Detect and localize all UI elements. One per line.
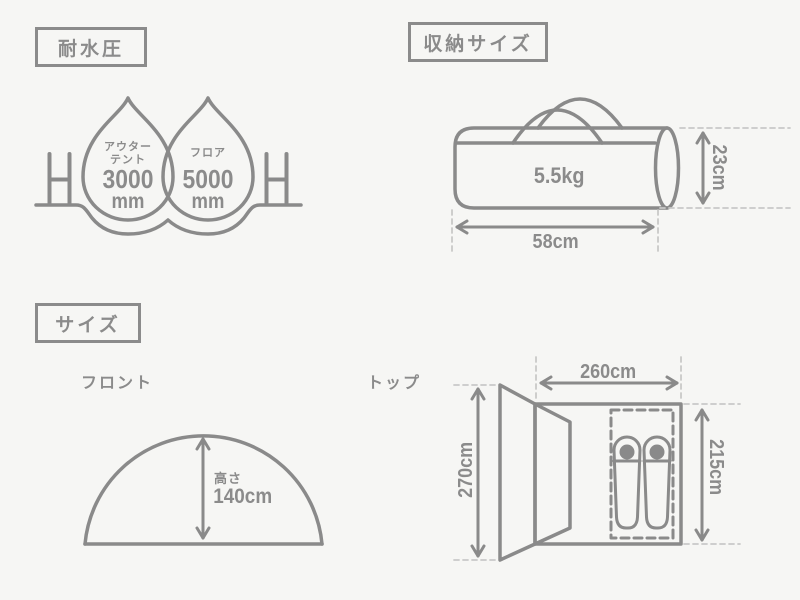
dome-outline [83, 434, 324, 546]
bag-end-cap [653, 126, 681, 210]
bag-length-arrow [455, 219, 655, 235]
front-view-label: フロント [80, 375, 153, 392]
tent-floor-outline [533, 402, 683, 546]
outer-tent-label-line1: アウター [104, 141, 152, 153]
size-title: サイズ [35, 303, 141, 343]
bag-extension-lines [451, 127, 791, 255]
h-mark-right [264, 152, 289, 205]
outer-tent-drop-outline [81, 96, 175, 222]
top-width-arrow [539, 375, 679, 391]
water-resistance-title: 耐水圧 [35, 27, 147, 67]
bag-handle-front [511, 108, 604, 145]
floor-value: 5000 [182, 164, 234, 194]
floor-drop-outline [161, 96, 255, 222]
storage-bag-illustration [453, 97, 681, 210]
inner-length-arrow [694, 408, 710, 542]
vestibule-panel-outline [498, 383, 537, 562]
open-door-outline [533, 402, 572, 546]
water-surface-line [34, 203, 303, 236]
bag-height-arrow [695, 131, 711, 205]
storage-size-title: 収納サイズ [408, 22, 548, 62]
inner-length-label: 215cm [705, 438, 728, 496]
top-view-illustration [498, 383, 683, 562]
inner-area-dashed-outline [609, 408, 675, 540]
top-view-label: トップ [366, 375, 421, 392]
floor-label: フロア [190, 147, 226, 159]
water-drops-illustration [34, 96, 303, 236]
outer-tent-label-line2: テント [110, 154, 146, 166]
top-view-dimension-arrows [470, 375, 710, 558]
sleeping-bag-right [642, 435, 672, 530]
bag-dimension-arrows [455, 131, 711, 235]
h-mark-left [47, 152, 72, 205]
outer-tent-unit: mm [111, 190, 145, 213]
total-depth-arrow [470, 387, 486, 558]
bag-body-outline [453, 126, 669, 210]
floor-unit: mm [191, 190, 225, 213]
front-height-caption: 高さ [214, 471, 243, 486]
bag-weight-label: 5.5kg [533, 163, 585, 188]
top-view-extension-lines [453, 356, 741, 561]
top-width-label: 260cm [579, 361, 637, 383]
dome-height-arrow [195, 437, 211, 540]
bag-length-label: 58cm [532, 231, 580, 253]
front-height-label: 140cm [213, 485, 273, 508]
outer-tent-value: 3000 [102, 164, 154, 194]
bag-handle-back [536, 97, 624, 130]
front-view-illustration [83, 434, 324, 546]
total-depth-label: 270cm [454, 441, 477, 499]
sleeping-bag-left [612, 435, 642, 530]
bag-height-label: 23cm [708, 144, 731, 192]
